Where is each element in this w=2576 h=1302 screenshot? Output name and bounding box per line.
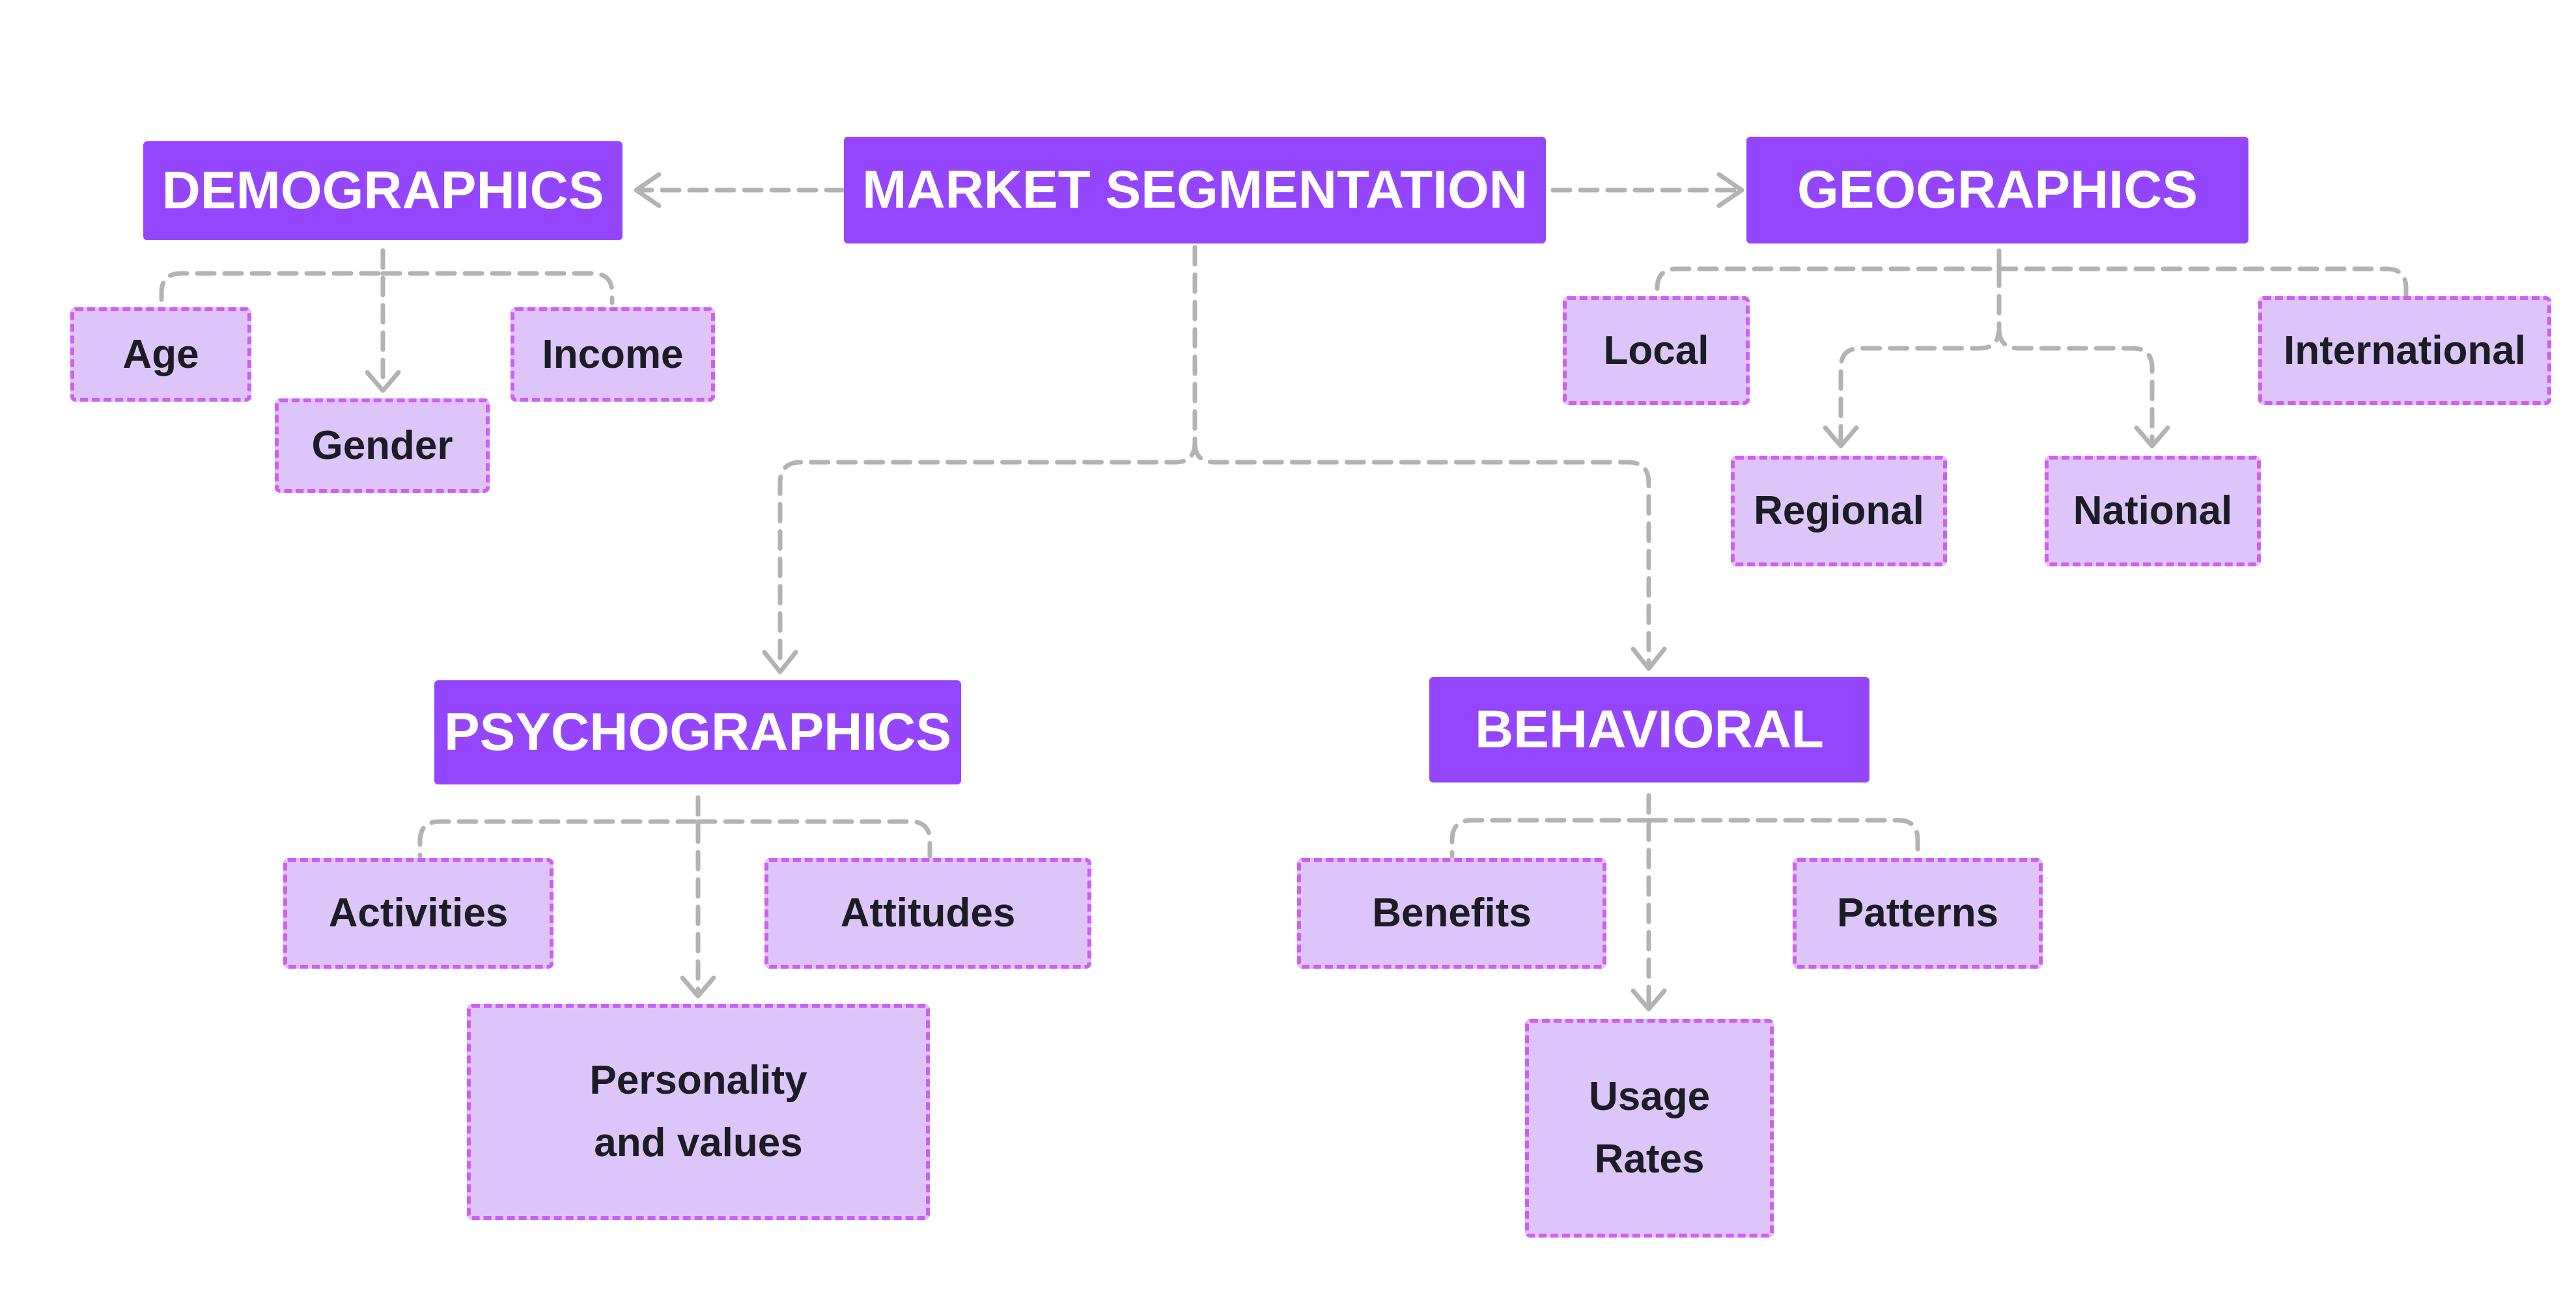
arrowhead bbox=[1631, 646, 1667, 671]
demographics-node: DEMOGRAPHICS bbox=[143, 141, 623, 240]
arrowhead bbox=[2134, 425, 2170, 449]
connector-root-psychographics bbox=[777, 245, 1197, 670]
item-international: International bbox=[2258, 296, 2551, 405]
arrowhead bbox=[1716, 172, 1744, 208]
connector-geographics-international bbox=[1996, 266, 2409, 298]
arrowhead bbox=[762, 650, 798, 674]
item-national: National bbox=[2045, 456, 2261, 566]
arrowhead bbox=[680, 975, 716, 999]
connector-psychographics-attitudes bbox=[695, 819, 932, 859]
geographics-node: GEOGRAPHICS bbox=[1746, 137, 2248, 243]
item-usage-rates: Usage Rates bbox=[1525, 1019, 1774, 1238]
psychographics-node: PSYCHOGRAPHICS bbox=[434, 680, 961, 784]
connector-geographics-regional bbox=[1838, 266, 2002, 445]
item-activities: Activities bbox=[283, 858, 553, 969]
connector-demographics-income bbox=[380, 271, 615, 305]
connector-psychographics-activities bbox=[417, 795, 701, 859]
arrowhead bbox=[1823, 425, 1859, 449]
item-personality-and-values: Personality and values bbox=[467, 1004, 930, 1220]
connector-root-behavioral bbox=[1192, 440, 1651, 667]
item-patterns: Patterns bbox=[1793, 858, 2043, 969]
item-attitudes: Attitudes bbox=[764, 858, 1091, 969]
arrowhead bbox=[365, 370, 401, 393]
item-income: Income bbox=[511, 307, 715, 402]
connector-behavioral-benefits bbox=[1449, 793, 1651, 859]
item-age: Age bbox=[70, 307, 251, 402]
connector-geographics-national bbox=[1996, 326, 2155, 445]
root-node: MARKET SEGMENTATION bbox=[844, 137, 1546, 243]
item-local: Local bbox=[1563, 296, 1750, 405]
connector-demographics-age bbox=[159, 248, 385, 305]
item-gender: Gender bbox=[275, 398, 490, 493]
connector-behavioral-patterns bbox=[1646, 818, 1920, 859]
connector-geographics-local bbox=[1655, 248, 2002, 298]
item-benefits: Benefits bbox=[1297, 858, 1606, 969]
item-regional: Regional bbox=[1731, 456, 1947, 566]
behavioral-node: BEHAVIORAL bbox=[1429, 677, 1869, 783]
arrowhead bbox=[1631, 988, 1667, 1012]
arrowhead bbox=[634, 172, 662, 208]
